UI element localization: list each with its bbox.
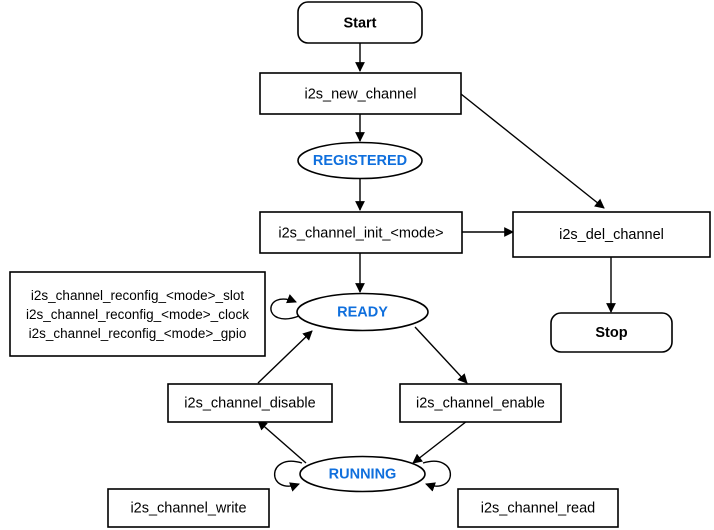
i2s-channel-write-shape xyxy=(107,488,270,528)
node-i2s-new-channel[interactable]: i2s_new_channel xyxy=(259,72,462,115)
i2s-new-channel-label: i2s_new_channel xyxy=(304,86,416,102)
reconfig-line-clock: i2s_channel_reconfig_<mode>_clock xyxy=(26,307,249,322)
i2s-channel-disable-label: i2s_channel_disable xyxy=(184,395,315,411)
i2s-channel-write-label: i2s_channel_write xyxy=(130,500,246,516)
reconfig-line-gpio: i2s_channel_reconfig_<mode>_gpio xyxy=(29,326,247,341)
node-state-running[interactable]: RUNNING xyxy=(299,455,426,493)
registered-label: REGISTERED xyxy=(313,153,407,169)
stop-label: Stop xyxy=(595,325,627,341)
node-state-registered[interactable]: REGISTERED xyxy=(297,141,423,180)
ready-shape xyxy=(296,292,429,332)
running-label: RUNNING xyxy=(329,466,397,482)
i2s-channel-enable-label: i2s_channel_enable xyxy=(416,395,545,411)
node-i2s-channel-enable[interactable]: i2s_channel_enable xyxy=(399,383,562,423)
edge-running-self-loop-read xyxy=(422,460,451,492)
registered-shape xyxy=(297,141,423,180)
i2s-channel-disable-shape xyxy=(167,383,333,423)
edge-running-self-loop-write xyxy=(274,460,303,492)
edge-running-to-channel-disable xyxy=(257,420,307,464)
node-i2s-channel-write[interactable]: i2s_channel_write xyxy=(107,488,270,528)
node-i2s-channel-read[interactable]: i2s_channel_read xyxy=(457,488,619,528)
i2s-new-channel-shape xyxy=(259,72,462,115)
i2s-del-channel-shape xyxy=(512,211,711,258)
node-stop[interactable]: Stop xyxy=(550,312,673,353)
i2s-channel-read-label: i2s_channel_read xyxy=(481,500,595,516)
edge-ready-self-loop-reconfig xyxy=(270,294,300,320)
stop-shape xyxy=(550,312,673,353)
reconfig-line-slot: i2s_channel_reconfig_<mode>_slot xyxy=(31,288,244,303)
i2s-channel-read-shape xyxy=(457,488,619,528)
node-i2s-channel-disable[interactable]: i2s_channel_disable xyxy=(167,383,333,423)
edge-new-channel-to-del-channel xyxy=(460,93,605,209)
ready-label: READY xyxy=(337,304,388,320)
edge-ready-to-channel-enable xyxy=(414,326,468,384)
start-shape xyxy=(297,1,423,44)
start-label: Start xyxy=(343,15,376,31)
node-state-ready[interactable]: READY xyxy=(296,292,429,332)
node-start[interactable]: Start xyxy=(297,1,423,44)
node-i2s-del-channel[interactable]: i2s_del_channel xyxy=(512,211,711,258)
running-shape xyxy=(299,455,426,493)
i2s-channel-init-shape xyxy=(259,211,463,254)
node-i2s-channel-init[interactable]: i2s_channel_init_<mode> xyxy=(259,211,463,254)
i2s-channel-enable-shape xyxy=(399,383,562,423)
i2s-channel-init-label: i2s_channel_init_<mode> xyxy=(278,225,443,241)
edge-channel-enable-to-running xyxy=(412,420,468,464)
reconfig-note-shape xyxy=(9,271,266,357)
node-reconfig-note[interactable]: i2s_channel_reconfig_<mode>_slot i2s_cha… xyxy=(9,271,266,357)
edge-channel-disable-to-ready xyxy=(257,330,313,384)
i2s-del-channel-label: i2s_del_channel xyxy=(559,227,664,243)
